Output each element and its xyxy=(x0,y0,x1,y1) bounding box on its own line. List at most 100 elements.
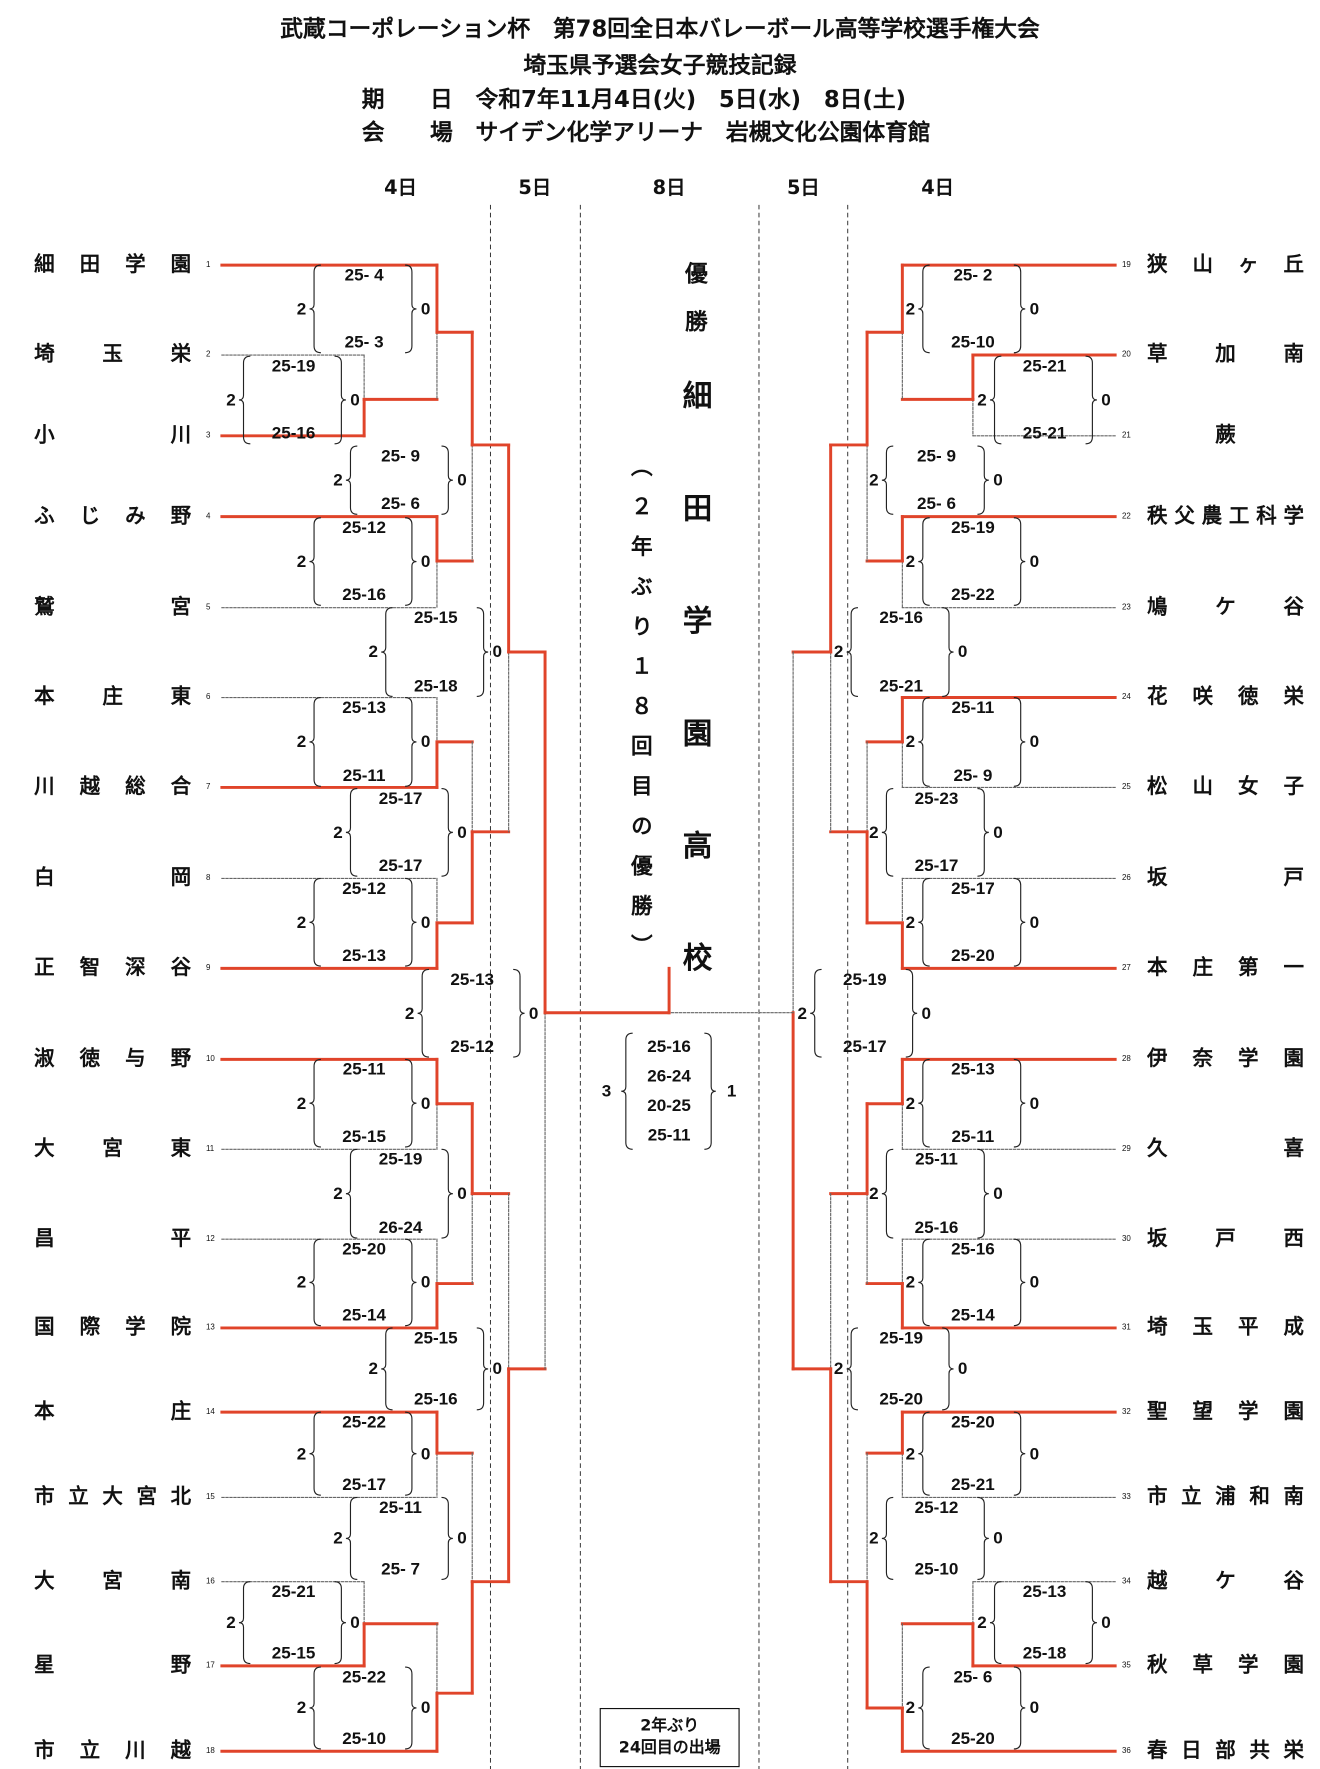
score-brace-right xyxy=(405,1666,417,1750)
score-brace-right xyxy=(1013,517,1026,606)
set-score: 25-12 xyxy=(342,518,386,538)
team-name: 昌平 xyxy=(34,1226,192,1251)
score-brace-left xyxy=(345,445,358,515)
team-seed-number: 27 xyxy=(1121,964,1131,973)
team-seed-number: 10 xyxy=(205,1055,215,1064)
set-score: 25-16 xyxy=(271,423,316,444)
team-seed-number: 1 xyxy=(205,261,211,270)
sets-won-right: 0 xyxy=(1029,551,1040,572)
set-score: 25-13 xyxy=(951,1059,995,1080)
score-brace-right xyxy=(405,1411,417,1496)
score-brace-left xyxy=(309,264,321,354)
set-score: 25-17 xyxy=(378,789,423,809)
sets-won-left: 2 xyxy=(296,299,307,319)
team-name: 大宮東 xyxy=(34,1136,192,1161)
sets-won-left: 2 xyxy=(869,1528,879,1549)
score-brace-right xyxy=(441,445,453,515)
sets-won-left: 2 xyxy=(296,732,307,752)
set-score: 25- 9 xyxy=(917,446,956,466)
score-brace-right xyxy=(905,968,918,1058)
score-brace-right xyxy=(977,445,989,515)
set-score: 25-17 xyxy=(914,856,959,876)
score-brace-right xyxy=(405,696,417,787)
sets-won-right: 0 xyxy=(1029,912,1040,932)
set-score: 25-21 xyxy=(1022,356,1067,377)
sets-won-left: 2 xyxy=(296,1093,307,1113)
set-score: 25-22 xyxy=(951,585,995,605)
sets-won-left: 2 xyxy=(404,1003,415,1023)
set-score: 25-19 xyxy=(951,518,995,538)
score-brace-right xyxy=(405,1058,417,1148)
score-brace-right xyxy=(334,355,346,445)
score-brace-left xyxy=(345,1148,358,1239)
team-name: 星野 xyxy=(34,1653,192,1678)
sets-won-right: 0 xyxy=(457,1528,467,1549)
set-score: 25-16 xyxy=(413,1389,458,1410)
team-name: 川越総合 xyxy=(34,774,192,799)
date-value: 令和7年11月4日(火) 5日(水) 8日(土) xyxy=(475,85,906,113)
set-score: 25-12 xyxy=(450,1037,495,1057)
sets-won-right: 0 xyxy=(1101,390,1111,410)
score-brace-right xyxy=(977,1148,989,1239)
sets-won-right: 0 xyxy=(457,1183,467,1204)
team-seed-number: 14 xyxy=(205,1408,215,1417)
set-score: 25-20 xyxy=(951,946,995,966)
set-score: 25- 9 xyxy=(381,446,421,466)
team-name: 国際学院 xyxy=(34,1315,192,1340)
set-score: 25-13 xyxy=(342,698,386,718)
day-header-final: 8日 xyxy=(652,176,686,200)
score-brace-left xyxy=(381,607,393,697)
sets-won-right: 0 xyxy=(528,1003,539,1023)
sets-won-left: 2 xyxy=(905,1272,916,1293)
score-brace-left xyxy=(989,355,1002,445)
team-seed-number: 21 xyxy=(1121,431,1131,440)
team-seed-number: 9 xyxy=(205,964,211,973)
score-brace-right xyxy=(405,264,417,354)
score-brace-left xyxy=(918,264,930,354)
final-brace-right xyxy=(704,1032,716,1150)
set-score: 25-20 xyxy=(342,1239,386,1260)
team-name: ふじみ野 xyxy=(34,504,192,528)
set-score: 25-14 xyxy=(342,1305,386,1326)
set-score: 25-16 xyxy=(951,1239,995,1260)
final-set-score: 26-24 xyxy=(647,1066,691,1087)
team-name: 狭山ヶ丘 xyxy=(1147,252,1305,277)
set-score: 25-11 xyxy=(342,766,386,786)
set-score: 25-16 xyxy=(342,585,386,605)
sets-won-left: 2 xyxy=(296,1272,307,1293)
sets-won-left: 2 xyxy=(296,1443,307,1464)
score-brace-right xyxy=(476,607,489,697)
sets-won-right: 0 xyxy=(993,1528,1003,1549)
set-score: 25-19 xyxy=(271,356,316,377)
team-name: 鷲宮 xyxy=(34,595,192,620)
score-brace-right xyxy=(1085,1581,1097,1665)
day-header-right-round1: 4日 xyxy=(921,176,955,200)
team-name: 大宮南 xyxy=(34,1569,192,1594)
team-name: 秋草学園 xyxy=(1147,1653,1305,1678)
team-name: 本庄第一 xyxy=(1147,955,1305,980)
sets-won-right: 0 xyxy=(420,551,431,572)
team-name: 本庄 xyxy=(34,1399,192,1424)
champion-name: 細田学園高校 xyxy=(677,380,712,972)
runner-up-note-line-2: 24回目の出場 xyxy=(618,1738,721,1757)
sets-won-left: 2 xyxy=(905,299,916,319)
score-brace-left xyxy=(309,517,321,606)
score-brace-right xyxy=(405,1238,417,1327)
team-seed-number: 23 xyxy=(1121,603,1131,612)
runner-up-note-line-1: 2年ぶり xyxy=(640,1717,700,1736)
set-score: 25-11 xyxy=(915,1149,958,1170)
team-seed-number: 22 xyxy=(1121,512,1131,521)
sets-won-right: 0 xyxy=(1029,299,1040,319)
sets-won-right: 0 xyxy=(420,1093,431,1113)
team-name: 市立川越 xyxy=(34,1738,192,1763)
team-name: 本庄東 xyxy=(34,685,192,709)
score-brace-right xyxy=(1085,355,1097,445)
sets-won-right: 0 xyxy=(420,1443,431,1464)
team-name: 市立大宮北 xyxy=(34,1484,192,1509)
team-seed-number: 4 xyxy=(205,512,211,521)
score-brace-left xyxy=(846,1327,859,1411)
score-brace-right xyxy=(405,877,417,967)
sets-won-left: 2 xyxy=(977,390,987,410)
champion-label: 優勝 xyxy=(681,261,709,333)
score-brace-right xyxy=(977,1496,989,1580)
